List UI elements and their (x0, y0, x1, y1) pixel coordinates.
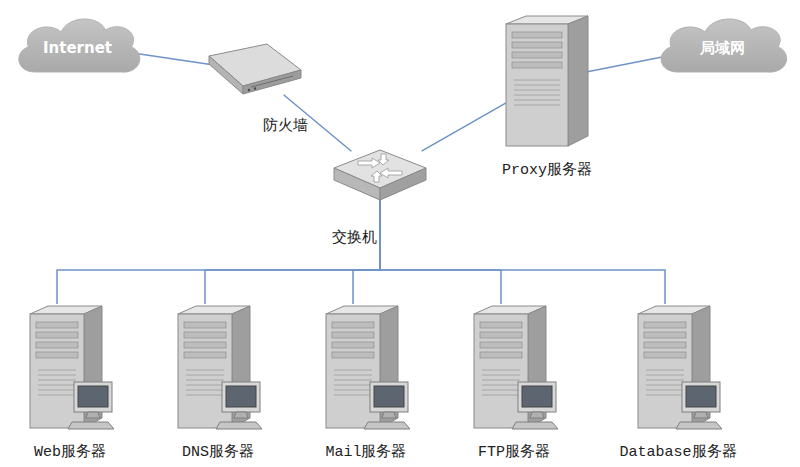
network-link (584, 56, 665, 72)
dns-server: DNS服务器 (168, 298, 268, 433)
cloud-label: Internet (43, 39, 112, 57)
web-server: Web服务器 (20, 298, 120, 433)
device-icon (328, 146, 432, 204)
device-label: FTP服务器 (478, 444, 550, 462)
network-link (422, 102, 509, 152)
ftp-server: FTP服务器 (464, 298, 564, 433)
firewall-device: 防火墙 (205, 42, 305, 100)
mail-server: Mail服务器 (316, 298, 416, 433)
proxy-server: Proxy服务器 (500, 10, 592, 150)
network-link (57, 200, 380, 304)
device-label: Mail服务器 (325, 444, 406, 462)
network-link (353, 200, 380, 304)
network-link (380, 200, 501, 304)
device-label: Web服务器 (34, 444, 106, 462)
device-icon (205, 42, 305, 100)
device-label: Proxy服务器 (502, 162, 592, 180)
cloud-label: 局域网 (700, 39, 745, 57)
network-link (205, 200, 380, 304)
device-icon (500, 10, 592, 150)
network-switch: 交换机 (328, 146, 432, 204)
device-icon (168, 298, 268, 433)
device-label: DNS服务器 (182, 444, 254, 462)
device-icon (628, 298, 728, 433)
device-icon (316, 298, 416, 433)
device-label: Database服务器 (620, 444, 737, 462)
device-label: 防火墙 (263, 118, 308, 136)
network-link (380, 200, 665, 304)
lan-cloud: 局域网 (652, 14, 792, 76)
network-link (133, 53, 214, 65)
database-server: Database服务器 (628, 298, 728, 433)
device-icon (20, 298, 120, 433)
device-label: 交换机 (332, 230, 377, 248)
internet-cloud: Internet (10, 14, 145, 76)
device-icon (464, 298, 564, 433)
